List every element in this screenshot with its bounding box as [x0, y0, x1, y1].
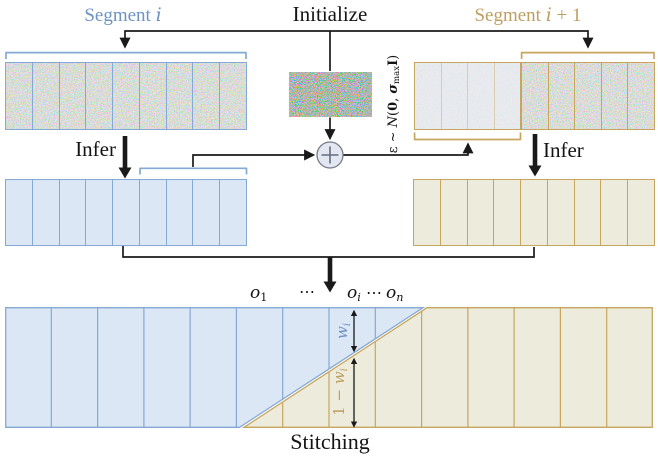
cell [602, 63, 629, 129]
faded-overlap-cells [414, 62, 521, 130]
stitched-blue-region [5, 307, 426, 428]
cell [494, 180, 522, 245]
segment-i-label: Segment i [84, 4, 162, 26]
noise-texture [5, 62, 247, 130]
output-on-label: on [386, 283, 404, 305]
cell [113, 180, 140, 245]
segment-i-top-bracket [5, 51, 247, 59]
cell [521, 180, 548, 245]
plus-circle [316, 141, 344, 169]
stitch-merge-arrow [323, 257, 337, 293]
cell [442, 63, 468, 129]
faint-noise-texture [414, 62, 521, 130]
dense-noise-texture [289, 72, 372, 117]
inferred-i-overlap-bracket [139, 167, 248, 175]
cell [167, 180, 194, 245]
noisy-segment-i-block [5, 62, 247, 130]
cell [522, 63, 549, 129]
noisy-segment-i-plus-1-block [521, 62, 655, 130]
cell [140, 63, 167, 129]
cell [575, 63, 602, 129]
cell [60, 63, 87, 129]
cell [468, 180, 495, 245]
infer-left-label: Infer [75, 137, 116, 161]
stitching-caption: Stitching [290, 429, 370, 454]
plus-to-overlap-arrow [343, 142, 474, 156]
stitched-blue-dividers [50, 307, 376, 428]
cell [113, 63, 140, 129]
cell [441, 180, 468, 245]
merge-lines [122, 246, 535, 258]
initialize-branch-arrows [119, 30, 594, 49]
output-dots-a: ⋯ [299, 282, 315, 301]
cell [628, 180, 654, 245]
cell [549, 63, 576, 129]
weight-wi-label: wi [333, 322, 353, 340]
overlap-bottom-bracket [413, 132, 522, 141]
cell [220, 63, 246, 129]
infer-right-label: Infer [543, 138, 584, 162]
cell [60, 180, 87, 245]
stitched-output-block [5, 307, 653, 428]
segment-i-to-plus-arrow [192, 149, 316, 167]
inferred-segment-i-grid [5, 179, 247, 246]
cell [548, 180, 575, 245]
segment-i-plus-1-top-bracket [520, 51, 655, 59]
stitched-tan-region [241, 307, 653, 428]
cell [6, 63, 33, 129]
cell [193, 63, 221, 129]
infer-left-arrow [118, 136, 132, 179]
noise-texture [521, 62, 655, 130]
cell [601, 180, 629, 245]
cell [468, 63, 495, 129]
noisy-segment-i-cells [5, 62, 247, 130]
epsilon-distribution-label: ε ~ N(0, σmaxI) [385, 54, 403, 154]
inferred-segment-i-plus-1-grid [413, 179, 655, 246]
cell [193, 180, 221, 245]
cell [628, 63, 654, 129]
plus-icon [321, 146, 339, 164]
inferred-segment-i-cells [5, 179, 247, 246]
noisy-segment-i-plus-1-cells [521, 62, 655, 130]
output-oi-label: oi [347, 283, 361, 305]
cell [575, 180, 602, 245]
inferred-segment-i-plus-1-cells [413, 179, 655, 246]
cell [140, 180, 167, 245]
cell [6, 180, 33, 245]
cell [495, 63, 521, 129]
weight-one-minus-wi-label: 1 − wi [330, 368, 350, 416]
output-dots-b: ⋯ [366, 283, 382, 302]
cell [220, 180, 246, 245]
cell [33, 180, 60, 245]
cell [86, 63, 114, 129]
initialize-label: Initialize [292, 2, 368, 26]
infer-right-arrow [528, 134, 542, 177]
segment-i-plus-1-label: Segment i + 1 [474, 4, 582, 26]
stitched-tan-dividers [282, 307, 608, 428]
output-o1-label: o1 [250, 283, 268, 305]
cell [167, 63, 194, 129]
cell [414, 180, 441, 245]
cell [33, 63, 60, 129]
init-noise-patch [289, 72, 372, 117]
cell [415, 63, 442, 129]
cell [86, 180, 114, 245]
plus-node [316, 141, 344, 169]
faded-overlap-block [414, 62, 521, 130]
